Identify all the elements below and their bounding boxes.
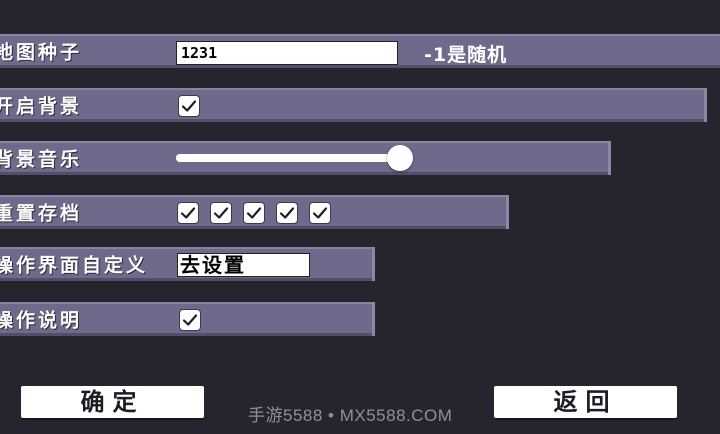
custom-ui-settings-button[interactable]: 去设置 — [177, 253, 310, 277]
check-icon — [213, 207, 229, 219]
reset-save-slot-1-checkbox[interactable] — [177, 202, 199, 224]
background-row: 开启背景 — [0, 88, 707, 122]
background-checkbox[interactable] — [178, 95, 200, 117]
reset-saves-label: 重置存档 — [0, 202, 83, 225]
instructions-checkbox[interactable] — [179, 309, 201, 331]
check-icon — [181, 100, 197, 112]
watermark: 手游5588 • MX5588.COM — [248, 406, 453, 425]
check-icon — [246, 207, 262, 219]
seed-hint: -1是随机 — [424, 44, 508, 66]
check-icon — [312, 207, 328, 219]
music-label: 背景音乐 — [0, 148, 83, 171]
check-icon — [279, 207, 295, 219]
reset-save-slot-5-checkbox[interactable] — [309, 202, 331, 224]
background-label: 开启背景 — [0, 95, 83, 118]
reset-save-slot-2-checkbox[interactable] — [210, 202, 232, 224]
seed-label: 地图种子 — [0, 41, 83, 64]
reset-save-slot-4-checkbox[interactable] — [276, 202, 298, 224]
confirm-button[interactable]: 确定 — [21, 386, 204, 418]
check-icon — [180, 207, 196, 219]
music-volume-fill — [176, 154, 400, 162]
music-volume-thumb[interactable] — [387, 145, 413, 171]
custom-ui-label: 操作界面自定义 — [0, 254, 149, 277]
back-button[interactable]: 返回 — [494, 386, 677, 418]
check-icon — [182, 314, 198, 326]
music-volume-slider[interactable] — [176, 145, 413, 171]
instructions-label: 操作说明 — [0, 309, 83, 332]
reset-save-slot-3-checkbox[interactable] — [243, 202, 265, 224]
seed-input[interactable]: 1231 — [176, 41, 398, 65]
